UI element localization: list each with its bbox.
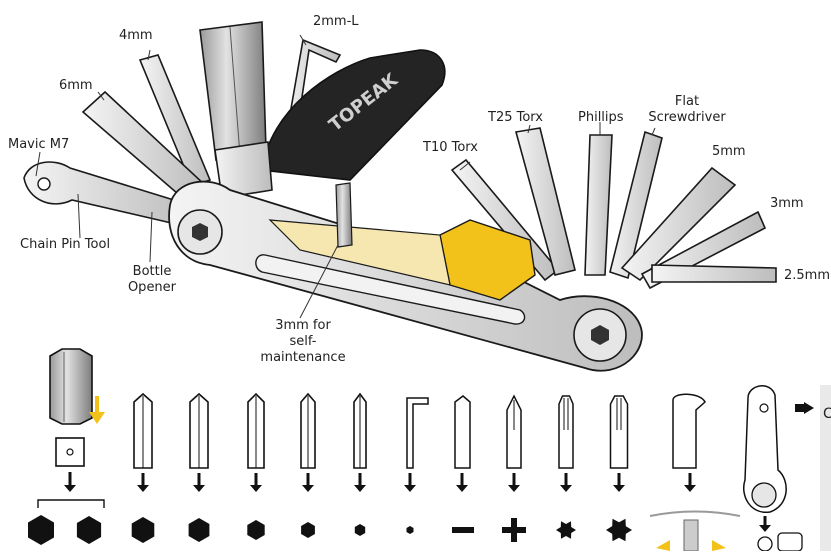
hex-shape-3 xyxy=(247,520,265,540)
chain-tool xyxy=(743,385,787,513)
tire-arc xyxy=(649,510,741,517)
label-3mm: 3mm xyxy=(770,196,804,211)
hex-shape-2 xyxy=(188,518,210,542)
tool-t25-torx xyxy=(514,127,576,276)
arrow-phillips-head xyxy=(508,485,520,492)
phillips-bit xyxy=(506,394,522,469)
arrow-l-key-head xyxy=(404,485,416,492)
small-adapter-hole xyxy=(66,448,74,456)
arrow-key-5-head xyxy=(354,485,366,492)
right-edge-panel xyxy=(820,385,831,551)
hex-shape-large-2 xyxy=(76,516,102,544)
label-phillips: Phillips xyxy=(578,110,624,125)
bracket xyxy=(37,499,105,508)
chain-symbol-circle xyxy=(757,536,773,552)
arrow-key-1-head xyxy=(137,485,149,492)
tire-yellow-right xyxy=(712,540,726,551)
label-self-maintenance: 3mm for self-maintenance xyxy=(260,318,346,365)
label-t25-torx: T25 Torx xyxy=(488,110,543,125)
tool-body xyxy=(168,180,643,372)
hex-socket-8mm xyxy=(199,21,273,199)
tool-phillips xyxy=(584,134,613,276)
chain-arrow-box xyxy=(795,404,804,412)
socket-bit xyxy=(49,348,93,425)
tire-lever-symbol xyxy=(683,519,699,552)
flat-bit xyxy=(454,395,471,469)
label-2mm-l: 2mm-L xyxy=(313,14,359,29)
hex-shape-large-1 xyxy=(28,515,54,545)
label-4mm: 4mm xyxy=(119,28,153,43)
torx-symbol-t25 xyxy=(606,518,632,542)
arrow-t25-head xyxy=(613,485,625,492)
label-flat-screwdriver: Flat Screwdriver xyxy=(648,94,726,125)
label-partial-right: C xyxy=(823,406,831,422)
tire-lever xyxy=(672,393,706,469)
label-chain-pin-tool: Chain Pin Tool xyxy=(20,237,111,252)
arrow-key-2-head xyxy=(193,485,205,492)
yellow-arrow-head xyxy=(89,412,105,424)
label-2.5mm: 2.5mm xyxy=(784,268,831,283)
hex-shape-5 xyxy=(354,524,366,536)
arrow-key-3-head xyxy=(250,485,262,492)
arrow-tire-lever-head xyxy=(684,485,696,492)
hex-shape-small xyxy=(406,526,414,534)
arrow-flat-head xyxy=(456,485,468,492)
chain-tool-hole xyxy=(759,403,769,413)
small-adapter xyxy=(55,437,85,467)
topeak-handle: TOPEAK xyxy=(261,49,446,181)
label-mavic-m7: Mavic M7 xyxy=(8,137,70,152)
tool-2.5mm-hex xyxy=(651,264,777,283)
arrow-key-4-head xyxy=(302,485,314,492)
chain-tool-bolt xyxy=(751,482,777,508)
tool-flat-screwdriver xyxy=(609,130,663,280)
label-t10-torx: T10 Torx xyxy=(423,140,478,155)
hex-shape-4 xyxy=(301,522,315,538)
tool-4mm-hex xyxy=(138,54,212,187)
bit-index-row xyxy=(28,348,831,552)
tire-yellow-left xyxy=(656,540,670,551)
label-5mm: 5mm xyxy=(712,144,746,159)
torx-bit-t10 xyxy=(558,395,574,469)
arrow-t10-head xyxy=(560,485,572,492)
arrow-1-head xyxy=(64,485,76,492)
hex-shape-1 xyxy=(131,517,155,543)
torx-symbol-t10 xyxy=(556,521,576,539)
leader-lines xyxy=(35,34,656,319)
torx-bit-t25 xyxy=(609,395,629,469)
phillips-symbol xyxy=(502,518,526,542)
label-bottle-opener: Bottle Opener xyxy=(127,264,177,295)
arrow-chain-head xyxy=(759,525,771,532)
tool-5mm-hex xyxy=(620,166,737,282)
flat-symbol xyxy=(452,527,474,533)
label-6mm: 6mm xyxy=(59,78,93,93)
l-key xyxy=(406,397,429,469)
chain-symbol-box xyxy=(777,532,803,552)
chain-arrow-head xyxy=(804,402,814,414)
